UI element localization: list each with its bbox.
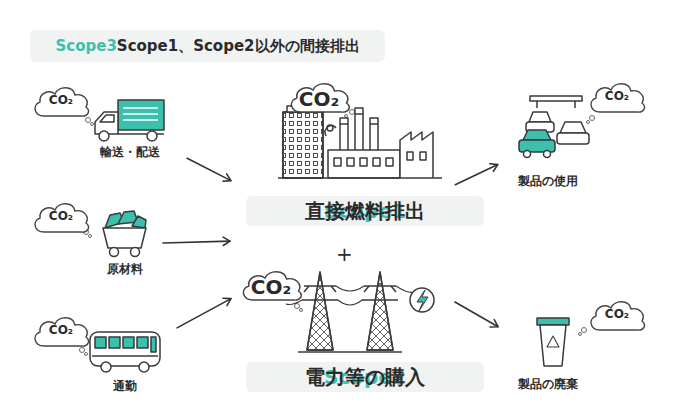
node-text: Scope1、Scope2以外の間接排出 bbox=[117, 37, 360, 56]
node-text: 原材料 bbox=[95, 261, 155, 278]
node-text: CO₂ bbox=[238, 277, 305, 297]
scope-band: Scope2電力等の購入 bbox=[246, 362, 484, 392]
node-text: 通勤 bbox=[80, 378, 170, 395]
trash-bin bbox=[537, 318, 569, 366]
node-text: CO₂ bbox=[286, 89, 353, 109]
node-text: 製品の廃棄 bbox=[505, 376, 590, 393]
node-text: CO₂ bbox=[586, 89, 648, 103]
node-text: 製品の使用 bbox=[505, 173, 590, 190]
flow-arrow bbox=[455, 302, 498, 327]
co2-cloud: CO₂ bbox=[30, 200, 92, 236]
co2-cloud: CO₂ bbox=[286, 80, 353, 116]
co2-cloud: CO₂ bbox=[238, 268, 305, 304]
flow-arrow bbox=[455, 164, 498, 185]
co2-cloud: CO₂ bbox=[30, 314, 92, 350]
scope-band: Scope1直接燃料排出 bbox=[246, 196, 484, 226]
node-text: 輸送・配送 bbox=[80, 144, 180, 161]
smoke-dots bbox=[80, 110, 595, 356]
node-text: 電力等の購入 bbox=[305, 367, 425, 387]
source-item: 輸送・配送 bbox=[80, 95, 180, 163]
flow-arrow bbox=[163, 237, 230, 245]
bus-icon bbox=[90, 332, 160, 372]
power-pylons bbox=[286, 272, 434, 352]
node-text: + bbox=[336, 244, 353, 264]
node-text: CO₂ bbox=[30, 93, 92, 107]
co2-cloud: CO₂ bbox=[586, 298, 648, 334]
source-item: 製品の使用 bbox=[505, 90, 590, 192]
scope-group: +CO₂Scope1直接燃料排出CO₂Scope2電力等の購入 bbox=[238, 78, 448, 398]
node-text: CO₂ bbox=[30, 323, 92, 337]
node-text: CO₂ bbox=[586, 307, 648, 321]
flow-arrow bbox=[177, 298, 231, 328]
flow-arrow bbox=[187, 158, 231, 181]
node-text: CO₂ bbox=[30, 209, 92, 223]
raw-material-cart bbox=[103, 211, 146, 257]
factory-icon bbox=[278, 106, 442, 178]
source-item: 原材料 bbox=[95, 208, 155, 280]
scope-band: Scope3Scope1、Scope2以外の間接排出 bbox=[30, 30, 385, 62]
source-item: 通勤 bbox=[80, 315, 170, 397]
source-item: 製品の廃棄 bbox=[505, 315, 590, 395]
node-text: Scope3 bbox=[55, 37, 116, 55]
co2-cloud: CO₂ bbox=[586, 80, 648, 116]
node-text: 直接燃料排出 bbox=[305, 201, 425, 221]
co2-cloud: CO₂ bbox=[30, 84, 92, 120]
car-icons bbox=[519, 96, 589, 158]
truck-icon bbox=[95, 100, 164, 141]
